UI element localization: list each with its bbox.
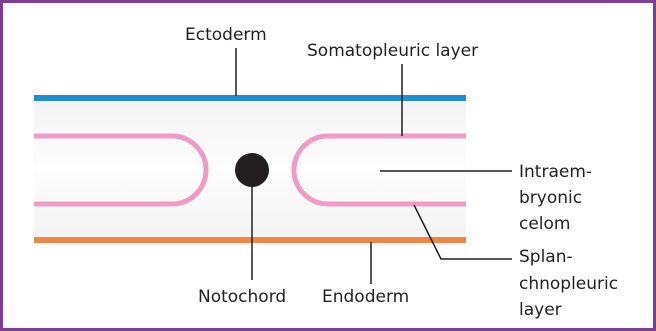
splanchnopleuric-label-line1: Splan- xyxy=(519,246,573,268)
endoderm-label: Endoderm xyxy=(322,286,409,308)
ectoderm-label: Ectoderm xyxy=(185,24,267,46)
intraembryonic-label-line1: Intraem- xyxy=(519,161,592,183)
intraembryonic-label-line3: celom xyxy=(519,213,571,235)
notochord-circle xyxy=(235,153,269,187)
splanchnopleuric-label-line2: chnopleuric xyxy=(519,273,618,295)
intraembryonic-label-line2: bryonic xyxy=(519,187,582,209)
somatopleuric-label: Somatopleuric layer xyxy=(307,40,478,62)
ectoderm-layer xyxy=(34,95,466,101)
endoderm-layer xyxy=(34,237,466,243)
notochord-label: Notochord xyxy=(198,286,286,308)
splanchnopleuric-label-line3: layer xyxy=(519,299,562,321)
